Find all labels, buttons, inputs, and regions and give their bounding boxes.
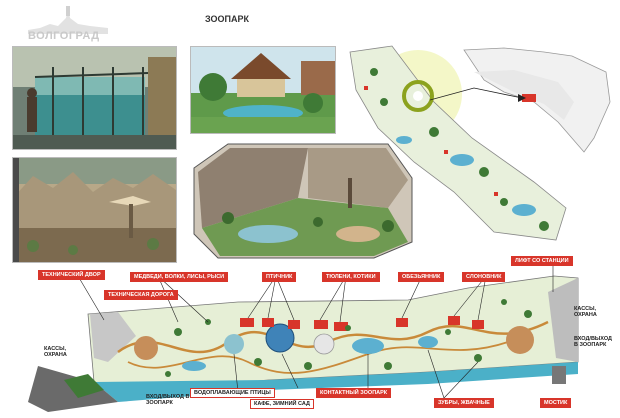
site-plan-illustration [349,45,611,241]
label-bridge: МОСТИК [540,398,572,409]
city-logo: ВОЛГОГРАД [28,4,108,44]
master-plan-illustration [28,266,579,412]
label-zebras: ЗУБРЫ, ЖВАЧНЫЕ [434,398,494,409]
label-petting-zoo: КОНТАКТНЫЙ ЗООПАРК [316,388,392,399]
label-cashier-right: КАССЫ, ОХРАНА [574,306,597,319]
label-cafe: КАФЕ, ЗИМНИЙ САД [250,399,314,410]
pavilion-illustration [191,47,335,133]
label-tech-road: ТЕХНИЧЕСКАЯ ДОРОГА [104,290,178,301]
photo-zoo-pavilion-render [190,46,336,134]
photo-aquarium-hall [12,46,177,150]
photo-enclosure-cutaway [188,138,414,260]
label-waterfowl: ВОДОПЛАВАЮЩИЕ ПТИЦЫ [190,388,275,399]
page-title: ЗООПАРК [205,14,249,24]
zoo-master-plan [8,262,612,413]
label-entrance-left: ВХОД/ВЫХОД В ЗООПАРК [146,394,190,407]
label-lift: ЛИФТ СО СТАНЦИИ [511,256,573,267]
label-elephants: СЛОНОВНИК [462,272,506,283]
skyline-icon [28,6,108,34]
site-plan-overview [344,42,612,260]
cutaway-illustration [193,143,413,259]
label-tech-yard: ТЕХНИЧЕСКИЙ ДВОР [38,270,105,281]
label-monkeys: ОБЕЗЬЯННИК [398,272,445,283]
label-seals: ТЮЛЕНИ, КОТИКИ [322,272,380,283]
label-entrance-right: ВХОД/ВЫХОД В ЗООПАРК [574,336,612,349]
label-birds: ПТИЧНИК [262,272,297,283]
label-cashier-left: КАССЫ, ОХРАНА [44,346,67,359]
label-bears: МЕДВЕДИ, ВОЛКИ, ЛИСЫ, РЫСИ [130,272,229,283]
brand-wordmark: ВОЛГОГРАД [28,30,100,42]
rock-enclosure-illustration [13,158,176,262]
aquarium-illustration [13,47,176,149]
photo-rock-enclosure [12,157,177,263]
